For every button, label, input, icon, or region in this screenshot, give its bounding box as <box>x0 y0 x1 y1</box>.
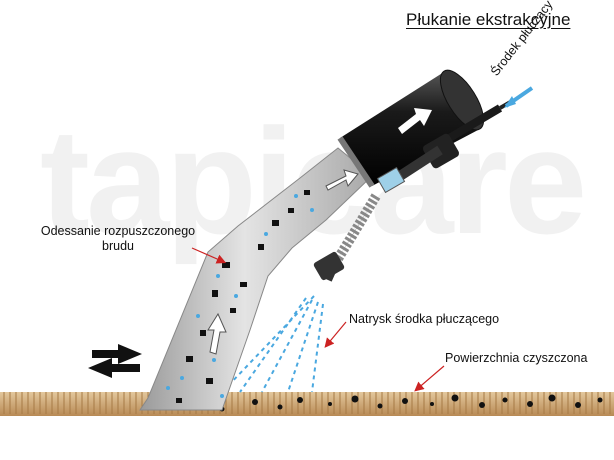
label-suction: Odessanie rozpuszczonego brudu <box>30 224 206 254</box>
spray-valve-assembly <box>313 98 515 282</box>
spray-cone <box>225 295 324 393</box>
page-title: Płukanie ekstrakcyjne <box>406 10 571 29</box>
callout-arrows <box>191 247 445 392</box>
suction-hose <box>337 69 485 188</box>
flow-arrow-icon <box>207 169 359 355</box>
label-spray: Natrysk środka płuczącego <box>349 312 500 326</box>
label-suction-line1: Odessanie rozpuszczonego <box>40 224 196 238</box>
bidirectional-arrow-icon <box>88 344 142 378</box>
carpet-surface <box>0 392 614 416</box>
label-surface: Powierzchnia czyszczona <box>445 351 588 365</box>
label-suction-line2: brudu <box>102 239 134 253</box>
